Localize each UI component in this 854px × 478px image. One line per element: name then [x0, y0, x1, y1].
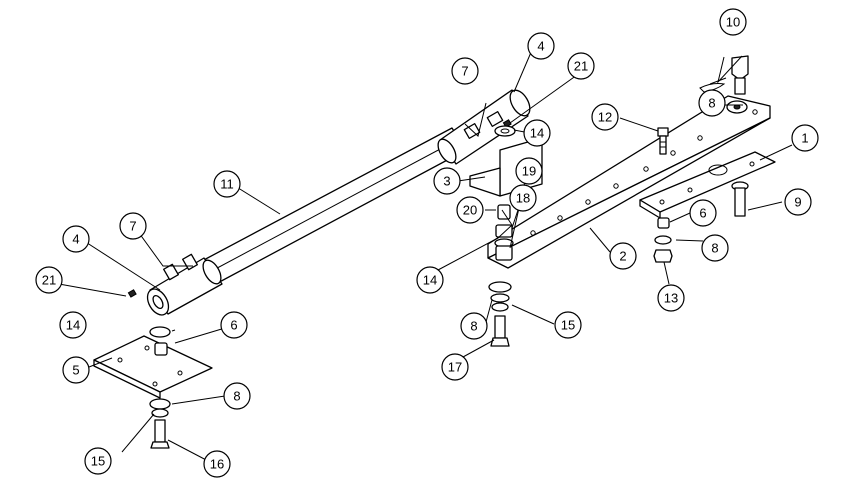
balloon-14-top: 14	[523, 119, 551, 147]
balloon-8-center: 8	[460, 312, 488, 340]
svg-text:4: 4	[72, 232, 79, 247]
svg-text:11: 11	[220, 177, 234, 192]
balloon-17: 17	[441, 353, 469, 381]
balloon-16: 16	[203, 450, 231, 478]
balloon-7-left: 7	[119, 212, 147, 240]
balloon-4-top: 4	[527, 32, 555, 60]
balloon-6-left: 6	[220, 311, 248, 339]
svg-text:10: 10	[726, 15, 740, 30]
balloon-1: 1	[791, 124, 819, 152]
svg-text:18: 18	[516, 191, 530, 206]
svg-text:13: 13	[664, 291, 678, 306]
spacer-right	[657, 217, 670, 229]
balloon-13: 13	[657, 284, 685, 312]
svg-text:1: 1	[801, 131, 808, 146]
svg-text:15: 15	[561, 318, 575, 333]
balloon-6-right: 6	[689, 199, 717, 227]
balloon-19: 19	[515, 157, 543, 185]
svg-text:8: 8	[708, 96, 715, 111]
balloon-2: 2	[609, 242, 637, 270]
tube-body	[199, 127, 467, 287]
svg-text:5: 5	[72, 363, 79, 378]
svg-text:2: 2	[619, 249, 626, 264]
svg-text:17: 17	[448, 360, 462, 375]
svg-text:14: 14	[66, 318, 80, 333]
svg-text:15: 15	[91, 454, 105, 469]
svg-text:8: 8	[470, 319, 477, 334]
balloon-20: 20	[456, 196, 484, 224]
svg-text:21: 21	[42, 273, 56, 288]
balloon-21-left: 21	[35, 266, 63, 294]
center-stack	[488, 204, 514, 347]
balloon-14-left: 14	[59, 311, 87, 339]
svg-text:4: 4	[537, 39, 544, 54]
svg-text:7: 7	[129, 219, 136, 234]
washer-top	[494, 125, 516, 137]
bar-side	[487, 117, 771, 269]
svg-text:8: 8	[233, 389, 240, 404]
balloons: 1 2 3 4 4 5 6 6 7 7 8 8 8 8 9 10 11 12 1…	[35, 8, 819, 478]
balloon-15-left: 15	[84, 447, 112, 475]
balloon-21-top: 21	[567, 52, 595, 80]
balloon-9: 9	[784, 188, 812, 216]
bracket-flange	[469, 167, 501, 197]
svg-text:6: 6	[230, 318, 237, 333]
balloon-11: 11	[213, 170, 241, 198]
svg-text:14: 14	[423, 273, 437, 288]
balloon-8-left: 8	[223, 382, 251, 410]
bolt-12	[657, 127, 669, 155]
leader-lines	[58, 49, 793, 463]
svg-text:12: 12	[598, 110, 612, 125]
svg-text:16: 16	[210, 457, 224, 472]
balloon-5: 5	[62, 356, 90, 384]
short-plate	[639, 151, 776, 219]
svg-text:3: 3	[443, 174, 450, 189]
balloon-7-top: 7	[451, 57, 479, 85]
balloon-4-left: 4	[62, 225, 90, 253]
balloon-18: 18	[509, 184, 537, 212]
washer-right	[654, 235, 672, 245]
nut-right	[653, 249, 673, 263]
svg-text:9: 9	[794, 195, 801, 210]
long-bar	[487, 95, 771, 269]
svg-text:6: 6	[699, 206, 706, 221]
balloon-3: 3	[433, 167, 461, 195]
bolt-9	[731, 181, 749, 217]
svg-text:20: 20	[463, 203, 477, 218]
svg-text:19: 19	[522, 164, 536, 179]
svg-text:21: 21	[574, 59, 588, 74]
balloon-14-center: 14	[416, 266, 444, 294]
balloon-15-center: 15	[554, 311, 582, 339]
svg-text:14: 14	[530, 126, 544, 141]
svg-text:7: 7	[461, 64, 468, 79]
svg-text:8: 8	[711, 241, 718, 256]
balloon-10: 10	[719, 8, 747, 36]
balloon-8-right: 8	[701, 234, 729, 262]
base-plate	[93, 326, 213, 449]
balloon-12: 12	[591, 103, 619, 131]
balloon-8-top: 8	[698, 89, 726, 117]
